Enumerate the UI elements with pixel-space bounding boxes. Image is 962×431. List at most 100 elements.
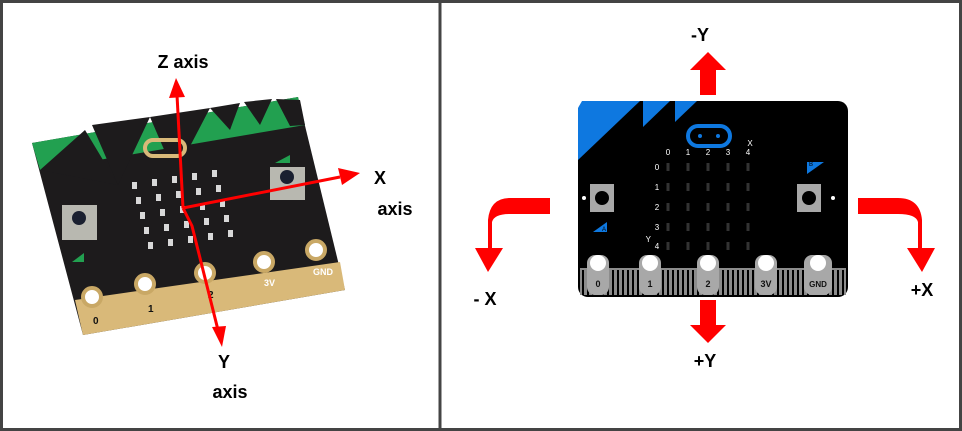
led [192,173,197,180]
led [148,242,153,249]
pin-hole [810,255,826,271]
y-axis-label-2: axis [212,382,247,402]
pin-hole [590,255,606,271]
left-pin-label: 2 [208,290,214,301]
pin-hole [758,255,774,271]
led [228,230,233,237]
pin-label: GND [809,280,827,289]
y-axis-line [181,207,220,331]
curved-arrow-right-icon [858,198,935,272]
x-axis-label: X [374,168,386,188]
led [196,188,201,195]
pin-hole [700,255,716,271]
led [746,163,750,171]
board-y-label: Y [646,235,652,244]
column-label: 3 [726,148,731,157]
pos-x-label: +X [911,280,934,300]
led [188,236,193,243]
button-a-label: A [602,227,606,233]
board-x-label: X [747,139,753,148]
row-label: 4 [655,242,660,251]
row-label: 3 [655,223,660,232]
led [706,183,710,191]
led [152,179,157,186]
led [136,197,141,204]
led [746,242,750,250]
right-board: X Y 0 1 2 3 4 0 1 2 3 4 A B 0 1 2 3V GND [578,101,848,297]
led [216,185,221,192]
led [666,223,670,231]
y-axis-arrowhead [212,326,226,347]
led [746,203,750,211]
right-arrows [475,52,935,343]
z-axis-label: Z axis [157,52,208,72]
column-label: 0 [666,148,671,157]
led [156,194,161,201]
led [706,223,710,231]
led [686,183,690,191]
neg-y-label: -Y [691,25,709,45]
arrow-up-icon [690,52,726,95]
pos-y-label: +Y [694,351,717,371]
led [706,163,710,171]
arrow-down-icon [690,300,726,343]
curved-arrow-left-icon [475,198,550,272]
logo [686,124,732,148]
z-axis-arrowhead [169,78,185,98]
led [168,239,173,246]
led [176,191,181,198]
led [164,224,169,231]
led [212,170,217,177]
led [726,223,730,231]
x-axis-label-2: axis [377,199,412,219]
row-label: 1 [655,183,660,192]
led [220,200,225,207]
led [200,203,205,210]
left-led-grid [132,170,233,249]
led [144,227,149,234]
z-axis-line [175,94,185,209]
y-axis-label: Y [218,352,230,372]
led [204,218,209,225]
button-b: B [797,162,835,212]
led [726,242,730,250]
led [746,223,750,231]
left-pin-label: GND [313,267,334,277]
led [666,183,670,191]
led [686,242,690,250]
pin-label: 3V [760,279,771,289]
column-label: 1 [686,148,691,157]
left-pin-label: 0 [93,316,99,327]
led [746,183,750,191]
left-pin-label: 1 [148,304,154,315]
row-label: 2 [655,203,660,212]
led [686,163,690,171]
led [140,212,145,219]
led [706,203,710,211]
led-grid: 0 1 2 3 4 0 1 2 3 4 [655,148,751,251]
led [132,182,137,189]
led [184,221,189,228]
left-pin-label: 3V [264,278,275,288]
logo [143,138,187,158]
led [208,233,213,240]
led [666,203,670,211]
led [726,183,730,191]
led [160,209,165,216]
left-button-b [270,155,305,200]
left-axes [169,78,360,347]
led [666,242,670,250]
led [706,242,710,250]
led [726,163,730,171]
column-label: 4 [746,148,751,157]
neg-x-label: - X [473,289,496,309]
row-label: 0 [655,163,660,172]
pin-label: 0 [595,279,600,289]
x-axis-arrowhead [338,168,360,185]
column-label: 2 [706,148,711,157]
led [172,176,177,183]
led [726,203,730,211]
pin-label: 2 [705,279,710,289]
